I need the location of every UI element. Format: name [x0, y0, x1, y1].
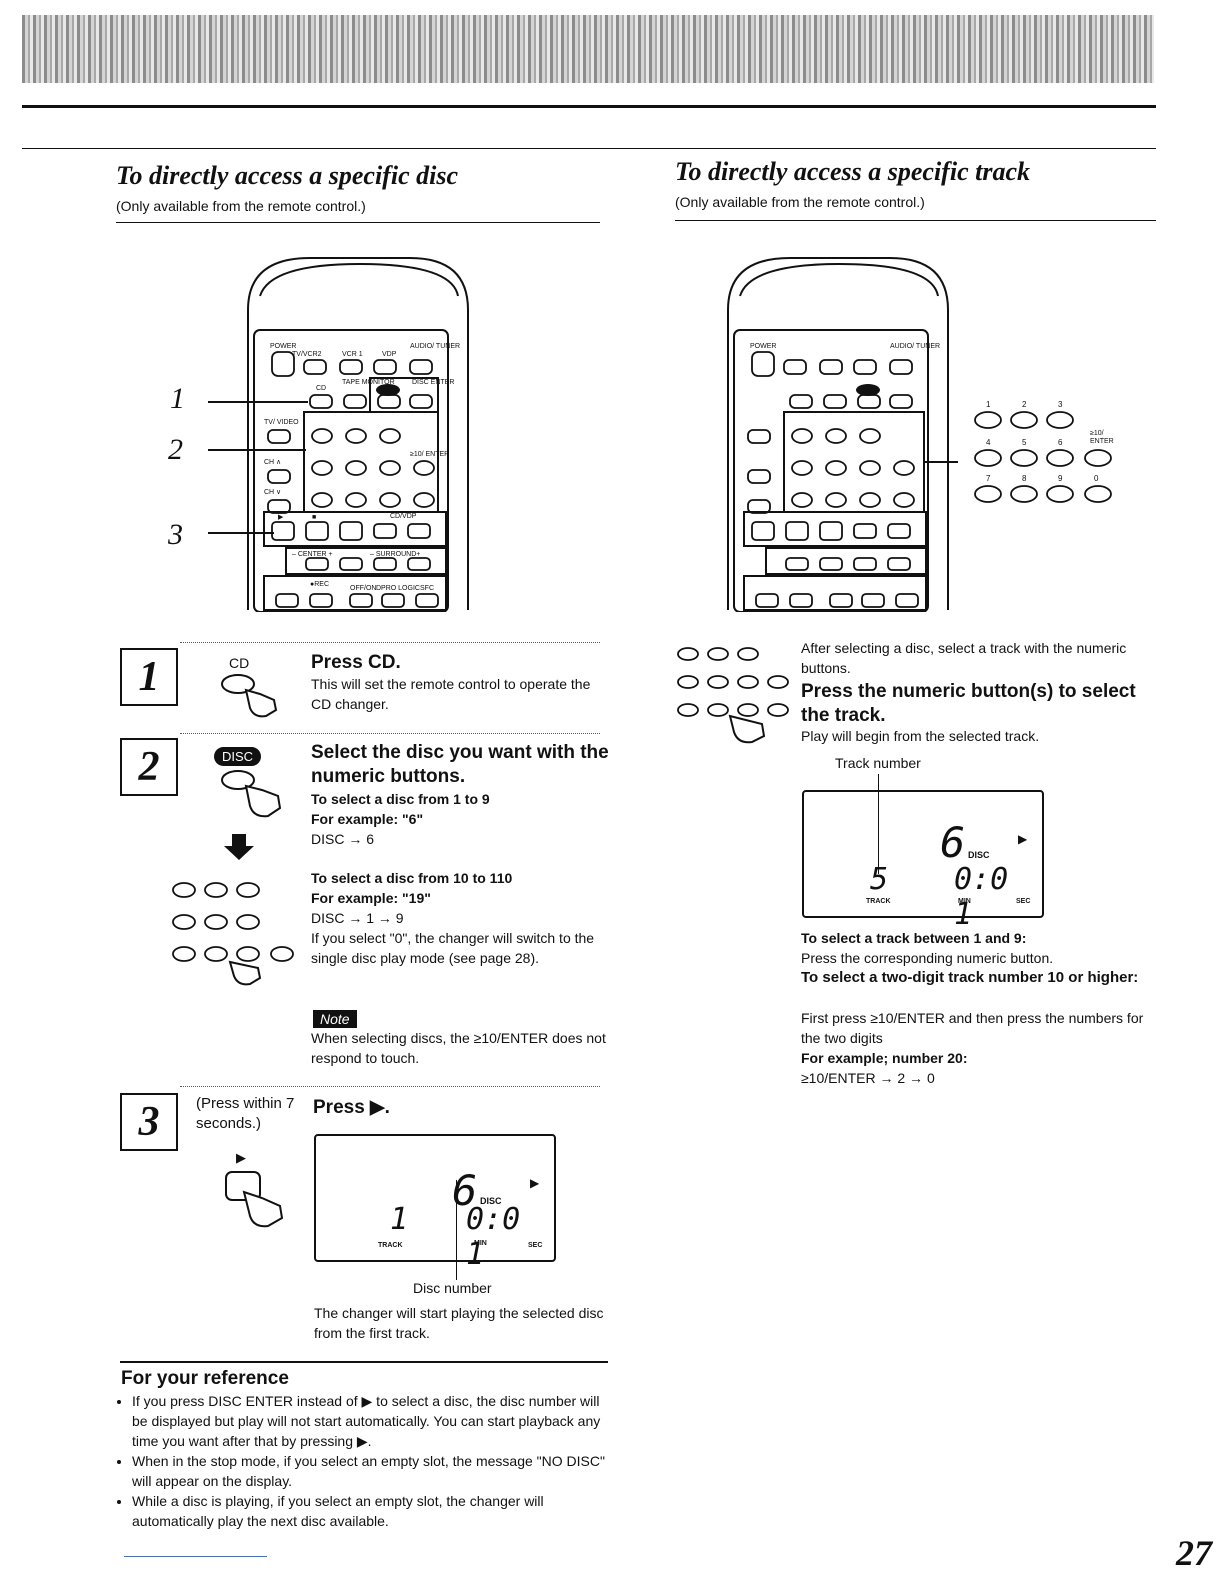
callout-3: 3 [168, 518, 183, 551]
right-b-body: First press ≥10/ENTER and then press the… [801, 1010, 1144, 1046]
right-b-seq: ≥10/ENTER → 2 → 0 [801, 1070, 935, 1086]
svg-text:– CENTER +: – CENTER + [292, 551, 333, 558]
lcd-play-icon: ▶ [530, 1176, 540, 1190]
reference-item: When in the stop mode, if you select an … [132, 1451, 612, 1491]
lcd-time: 0:0 1 [466, 1202, 521, 1272]
svg-text:■: ■ [312, 514, 316, 521]
header-rule [22, 105, 1156, 108]
section-rule [22, 148, 1156, 149]
step2-a-seq: DISC → 6 [311, 831, 375, 847]
lcd-disc-label: DISC [480, 1196, 502, 1206]
svg-text:DISC ENTER: DISC ENTER [412, 379, 454, 386]
press-hand-icon-2 [221, 770, 282, 818]
svg-text:CH ∨: CH ∨ [264, 489, 281, 496]
display-caption-left: Disc number [413, 1280, 492, 1296]
svg-text:AUDIO/ TUNER: AUDIO/ TUNER [890, 343, 940, 350]
step3-head: Press ▶. [313, 1097, 390, 1118]
right-body: Play will begin from the selected track. [801, 728, 1040, 744]
svg-text:●REC: ●REC [310, 581, 329, 588]
svg-text:CH ∧: CH ∧ [264, 459, 281, 466]
numeric-keypad-icon [172, 882, 294, 986]
svg-text:VDP: VDP [382, 351, 397, 358]
play-button-label: ▶ [236, 1150, 246, 1165]
right-a-body: Press the corresponding numeric button. [801, 950, 1054, 966]
svg-text:≥10/ ENTER: ≥10/ ENTER [410, 451, 449, 458]
press-hand-icon-3 [225, 1171, 284, 1228]
step1-divider [180, 642, 600, 643]
right-b-head: To select a two-digit track number 10 or… [801, 969, 1139, 986]
svg-text:TAPE MONITOR: TAPE MONITOR [342, 379, 395, 386]
left-title: To directly access a specific disc [116, 161, 458, 190]
right-intro: After selecting a disc, select a track w… [801, 640, 1127, 676]
step2-number: 2 [120, 738, 178, 796]
step2-divider [180, 733, 600, 734]
right-title-rule [675, 220, 1156, 221]
step3-hint: (Press within 7 seconds.) [196, 1095, 295, 1132]
step2-b-body: If you select "0", the changer will swit… [311, 930, 595, 966]
remote-illustration-right: POWER AUDIO/ TUNER [727, 257, 958, 612]
svg-text:OFF/ON: OFF/ON [350, 585, 376, 592]
step3-divider [180, 1086, 600, 1087]
step1-body: This will set the remote control to oper… [311, 676, 591, 712]
step2-b-seq: DISC → 1 → 9 [311, 910, 404, 926]
reference-list: If you press DISC ENTER instead of ▶ to … [120, 1391, 612, 1531]
reference-rule [120, 1361, 608, 1363]
step2-a-example: For example: "6" [311, 811, 424, 827]
remote-keypad-left [311, 428, 435, 508]
header-banner [22, 15, 1154, 83]
note-body: When selecting discs, the ≥10/ENTER does… [311, 1030, 606, 1066]
disc-button: DISC [214, 747, 262, 766]
down-arrow-icon [224, 834, 254, 860]
callout-1: 1 [170, 382, 185, 415]
step2-b-example: For example: "19" [311, 890, 431, 906]
disc-number-pointer [456, 1180, 457, 1280]
reference-item: If you press DISC ENTER instead of ▶ to … [132, 1391, 612, 1451]
remote-illustration-left: POWER TV/VCR2 VCR 1 VDP AUDIO/ TUNER CD … [208, 257, 469, 612]
note-label: Note [313, 1010, 357, 1028]
svg-text:TV/ VIDEO: TV/ VIDEO [264, 419, 299, 426]
press-hand-icon [221, 674, 278, 718]
numeric-keypad-icon-right [677, 647, 789, 744]
lcd-display-left: 6 DISC ▶ 1 0:0 1 TRACK MIN SEC [314, 1134, 556, 1272]
right-b-example: For example; number 20: [801, 1050, 968, 1066]
reference-item: While a disc is playing, if you select a… [132, 1491, 612, 1531]
svg-text:TV/VCR2: TV/VCR2 [292, 351, 322, 358]
svg-text:VCR 1: VCR 1 [342, 351, 363, 358]
step1-head: Press CD. [311, 652, 401, 673]
right-a-head: To select a track between 1 and 9: [801, 930, 1027, 946]
reference-head: For your reference [121, 1368, 289, 1389]
svg-text:SFC: SFC [420, 585, 434, 592]
lcd-track-digit: 1 [390, 1202, 409, 1237]
callout-2: 2 [168, 433, 183, 466]
svg-text:POWER: POWER [750, 343, 776, 350]
step3-body: The changer will start playing the selec… [314, 1305, 604, 1341]
lcd-display-right: 6 DISC ▶ 5 0:0 1 TRACK MIN SEC [802, 790, 1044, 932]
step2-head: Select the disc you want with the numeri… [311, 742, 609, 787]
svg-text:CD: CD [316, 385, 326, 392]
step2-b-head: To select a disc from 10 to 110 [311, 870, 513, 886]
svg-text:CD/VDP: CD/VDP [390, 513, 417, 520]
right-head: Press the numeric button(s) to select th… [801, 681, 1136, 726]
svg-text:– SURROUND+: – SURROUND+ [370, 551, 420, 558]
left-title-rule [116, 222, 600, 223]
page-number: 27 [1176, 1533, 1212, 1573]
step1-number: 1 [120, 648, 178, 706]
right-title: To directly access a specific track [675, 157, 1030, 186]
svg-text:AUDIO/ TUNER: AUDIO/ TUNER [410, 343, 460, 350]
step2-a-head: To select a disc from 1 to 9 [311, 791, 490, 807]
svg-text:DPRO LOGIC: DPRO LOGIC [376, 585, 420, 592]
cd-button-label: CD [229, 655, 250, 671]
right-subtitle: (Only available from the remote control.… [675, 194, 925, 210]
display-caption-right: Track number [835, 755, 921, 771]
track-number-pointer [878, 774, 879, 874]
step3-number: 3 [120, 1093, 178, 1151]
svg-text:▶: ▶ [278, 514, 284, 521]
enlarged-keypad: 1 2 3 4 5 6 ≥10/ ENTER 7 8 9 0 [970, 398, 1130, 508]
left-subtitle: (Only available from the remote control.… [116, 198, 366, 214]
remote-power-label: POWER [270, 343, 296, 350]
footer-rule [124, 1556, 267, 1557]
